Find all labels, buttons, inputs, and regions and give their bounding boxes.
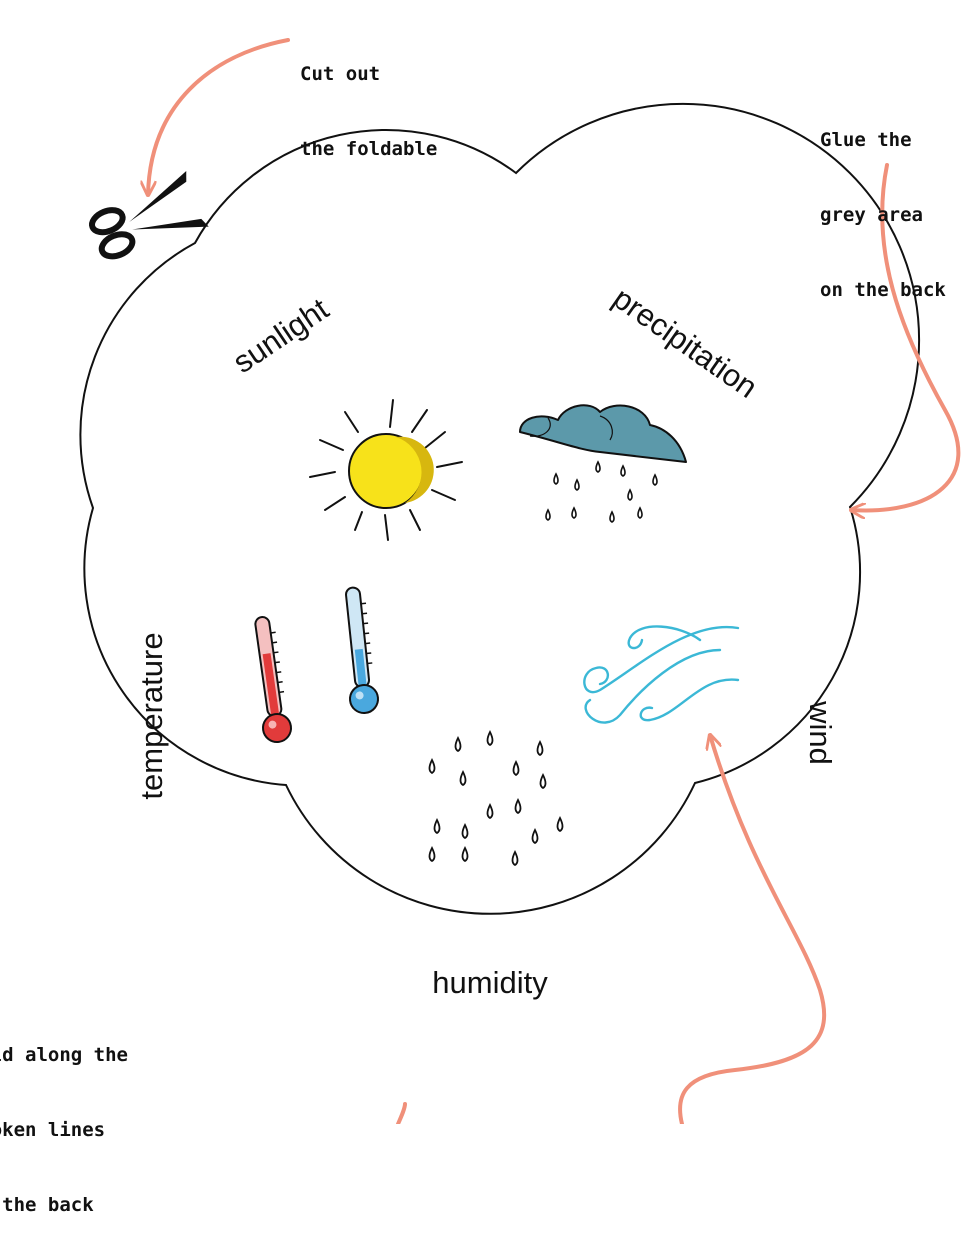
label-wind: wind <box>803 701 838 765</box>
weather-foldable-diagram <box>79 38 961 1124</box>
fold-instruction-line-1: Fold along the <box>0 1044 128 1066</box>
fold-instruction: Fold along the broken lines on the back <box>0 993 128 1243</box>
glue-instruction: Glue the grey area on the back <box>820 78 946 328</box>
sun-icon <box>309 399 463 541</box>
cut-instruction: Cut out the foldable <box>300 12 437 187</box>
glue-arrow <box>851 163 961 510</box>
glue-instruction-line-2: grey area <box>820 204 923 226</box>
wind-icon <box>583 625 740 724</box>
fold-arrow-fragment <box>396 1102 407 1124</box>
rain-cloud-icon <box>519 404 687 523</box>
raindrops-icon <box>428 729 564 867</box>
foldable-flower-outline <box>79 102 921 915</box>
cut-instruction-line-1: Cut out <box>300 63 381 85</box>
bottom-arrow <box>678 735 827 1124</box>
glue-instruction-line-3: on the back <box>820 279 946 301</box>
cut-instruction-line-2: the foldable <box>300 138 438 160</box>
fold-instruction-line-2: broken lines <box>0 1119 106 1141</box>
thermometer-hot-icon <box>254 616 292 743</box>
thermometer-cold-icon <box>345 586 379 714</box>
fold-instruction-line-3: on the back <box>2 1194 94 1216</box>
label-humidity: humidity <box>432 965 548 1000</box>
cut-arrow <box>148 38 290 197</box>
label-temperature: temperature <box>134 632 169 800</box>
glue-instruction-line-1: Glue the <box>820 129 912 151</box>
scissors-icon <box>89 170 209 260</box>
